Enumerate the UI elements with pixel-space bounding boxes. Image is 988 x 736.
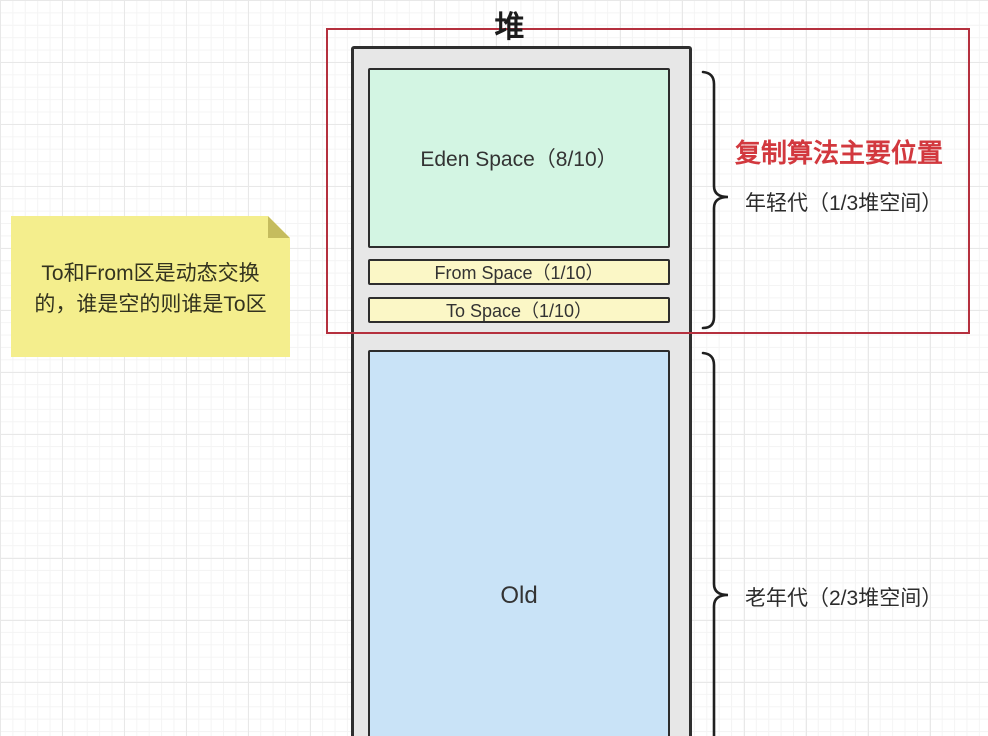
- from-space-box: From Space（1/10）: [368, 259, 670, 285]
- eden-space-label: Eden Space（8/10）: [420, 148, 618, 171]
- old-gen-label: 老年代（2/3堆空间）: [745, 587, 943, 610]
- eden-space-box: Eden Space（8/10）: [368, 68, 670, 248]
- sticky-note-line1: To和From区是动态交换: [41, 261, 260, 285]
- sticky-note: To和From区是动态交换 的，谁是空的则谁是To区: [11, 216, 290, 357]
- heap-title: 堆: [494, 11, 526, 44]
- old-gen-box: Old: [368, 350, 670, 736]
- old-gen-brace: [701, 351, 729, 736]
- young-gen-label: 年轻代（1/3堆空间）: [745, 192, 943, 215]
- young-gen-brace: [701, 70, 729, 330]
- old-gen-box-label: Old: [500, 582, 538, 609]
- to-space-box: To Space（1/10）: [368, 297, 670, 323]
- sticky-note-text: To和From区是动态交换 的，谁是空的则谁是To区: [11, 258, 290, 320]
- sticky-note-fold-corner: [268, 216, 290, 238]
- to-space-label: To Space（1/10）: [445, 301, 593, 321]
- sticky-note-line2: 的，谁是空的则谁是To区: [34, 292, 267, 316]
- from-space-label: From Space（1/10）: [434, 263, 604, 283]
- copy-algorithm-highlight-box: [326, 28, 970, 334]
- copy-algorithm-label: 复制算法主要位置: [735, 138, 944, 168]
